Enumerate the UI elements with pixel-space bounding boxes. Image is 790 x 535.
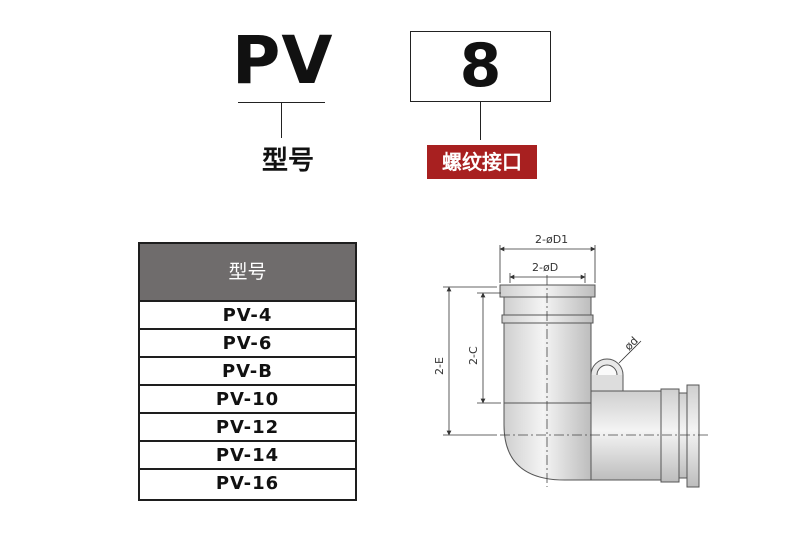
table-row: PV-B — [140, 358, 355, 386]
dim-d-label: 2-øD — [532, 261, 558, 274]
dim-c-label: 2-C — [467, 346, 480, 365]
model-table: 型号 PV-4 PV-6 PV-B PV-10 PV-12 PV-14 PV-1… — [138, 242, 357, 501]
table-row: PV-12 — [140, 414, 355, 442]
dim-d1-label: 2-øD1 — [535, 233, 568, 246]
table-header: 型号 — [140, 244, 355, 302]
fitting-body — [499, 284, 700, 488]
table-row: PV-16 — [215, 473, 280, 494]
size-code-box: 8 — [410, 31, 551, 102]
model-leader-line — [281, 102, 282, 138]
model-code: PV — [232, 22, 334, 99]
model-label: 型号 — [261, 146, 314, 176]
table-row: PV-10 — [140, 386, 355, 414]
dimension-lines — [443, 245, 642, 436]
dim-hole-label: ød — [622, 334, 641, 353]
dim-e-label: 2-E — [433, 357, 446, 375]
elbow-fitting-drawing: 2-øD1 2-øD 2-E 2-C ød — [433, 233, 710, 488]
center-lines — [500, 275, 710, 487]
thread-label-badge: 螺纹接口 — [427, 145, 537, 179]
table-row: PV-6 — [140, 330, 355, 358]
table-row: PV-4 — [140, 302, 355, 330]
thread-leader-line — [480, 102, 481, 140]
table-row: PV-14 — [140, 442, 355, 470]
